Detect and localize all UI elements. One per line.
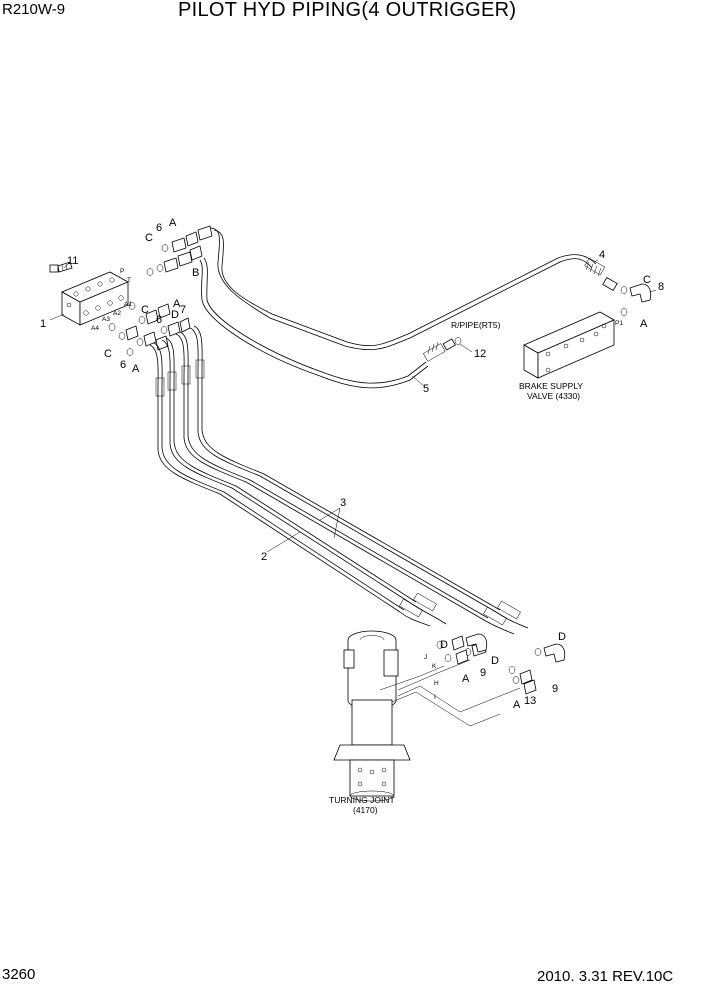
callout-A1: A (169, 217, 177, 229)
port-K: K (432, 663, 437, 670)
callout-A4: A (640, 318, 648, 330)
callout-7: 7 (180, 304, 186, 316)
callouts: 1 2 3 4 5 6 6 6 7 8 9 9 11 12 13 A A A A… (40, 217, 664, 711)
hose-bundle-2-3 (149, 325, 529, 635)
port-T: T (127, 277, 131, 284)
page-number: 3260 (2, 966, 36, 983)
callout-A5: A (462, 673, 470, 685)
turning-joint-label-line2: (4170) (353, 805, 378, 815)
callout-6c: 6 (120, 359, 126, 371)
callout-D2: D (440, 639, 448, 651)
model-number: R210W-9 (2, 1, 66, 18)
brake-valve-label-line1: BRAKE SUPPLY (519, 381, 583, 391)
revision-date: 2010. 3.31 REV.10C (537, 968, 674, 985)
callout-A3: A (132, 363, 140, 375)
callout-1: 1 (40, 318, 46, 330)
callout-A6: A (513, 699, 521, 711)
port-A1: A1 (124, 301, 132, 308)
component-notes: R/PIPE(RT5) BRAKE SUPPLY VALVE (4330) TU… (329, 320, 583, 815)
port-J: J (424, 654, 427, 661)
callout-5: 5 (423, 383, 429, 395)
callout-9a: 9 (480, 667, 486, 679)
port-A4: A4 (91, 325, 99, 332)
hose-5 (199, 257, 462, 389)
callout-6a: 6 (156, 222, 162, 234)
brake-valve-label-line2: VALVE (4330) (527, 391, 580, 401)
callout-B1: B (192, 267, 199, 279)
hose-4 (209, 227, 618, 351)
port-P1: P1 (615, 320, 623, 327)
callout-D4: D (558, 631, 566, 643)
callout-C2: C (141, 304, 149, 316)
callout-9b: 9 (552, 683, 558, 695)
pilot-valve-block (61, 271, 129, 326)
brake-supply-valve (523, 311, 615, 379)
port-I: I (434, 694, 436, 701)
port-H: H (434, 680, 439, 687)
callout-C4: C (643, 274, 651, 286)
turning-joint-label-line1: TURNING JOINT (329, 795, 395, 805)
callout-4: 4 (599, 249, 605, 261)
callout-8: 8 (658, 281, 664, 293)
rpipe-label: R/PIPE(RT5) (451, 320, 501, 330)
port-A2: A2 (113, 310, 121, 317)
valve-fittings (108, 225, 213, 356)
port-A3: A3 (102, 316, 110, 323)
callout-3: 3 (340, 497, 346, 509)
port-labels: P T A1 A2 A3 A4 P1 J K H I (91, 268, 623, 701)
joint-fittings (436, 633, 566, 695)
callout-11: 11 (67, 255, 78, 267)
callout-C1: C (145, 232, 153, 244)
turning-joint (333, 630, 521, 802)
callout-2: 2 (261, 551, 267, 563)
callout-13: 13 (524, 695, 536, 707)
port-P: P (120, 268, 124, 275)
leader-lines (49, 259, 657, 553)
callout-D1: D (171, 309, 179, 321)
page-title: PILOT HYD PIPING(4 OUTRIGGER) (178, 0, 517, 21)
callout-D3: D (491, 655, 499, 667)
callout-12: 12 (474, 348, 486, 360)
callout-C3: C (104, 348, 112, 360)
callout-A2: A (173, 298, 181, 310)
elbow-8 (620, 283, 652, 316)
callout-6b: 6 (156, 314, 162, 326)
